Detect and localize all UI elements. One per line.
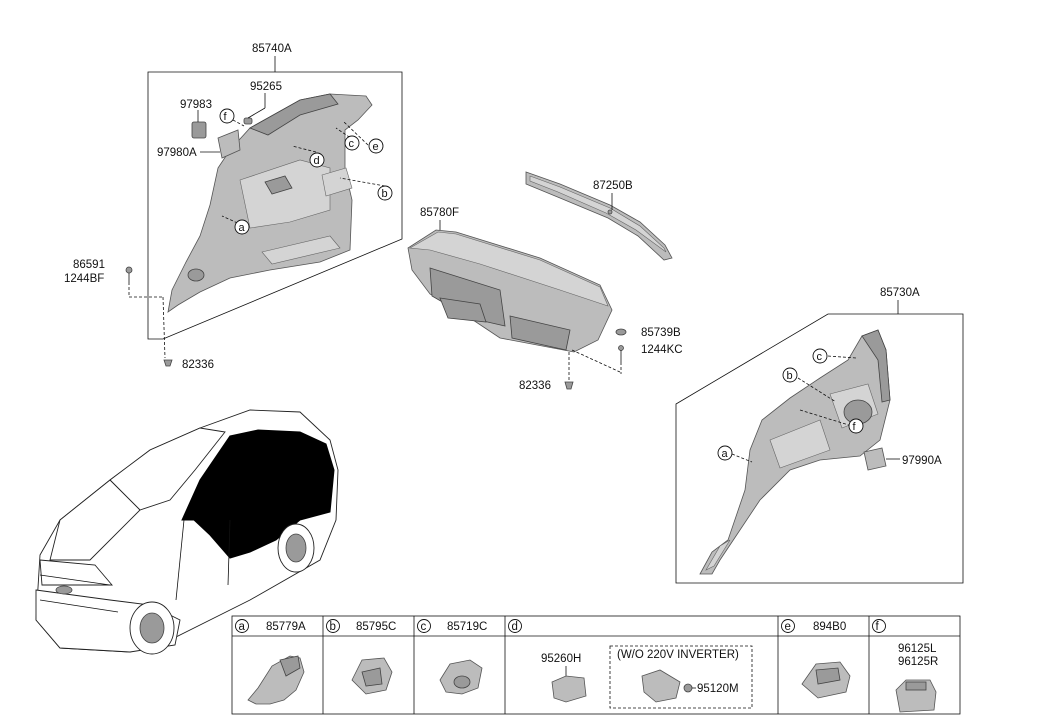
table-header-d: d xyxy=(508,619,522,633)
vehicle-location-illustration xyxy=(35,409,339,655)
clip-82336-left: 82336 xyxy=(163,359,214,371)
part-85780F: 85780F xyxy=(407,207,621,380)
label-82336-left: 82336 xyxy=(182,359,214,371)
clip-82336-center: 82336 xyxy=(519,380,574,392)
clip-97983 xyxy=(191,121,207,139)
svg-text:f: f xyxy=(224,111,228,123)
svg-text:f: f xyxy=(876,621,880,633)
table-part-95260H: 95260H xyxy=(541,653,581,665)
label-87250B: 87250B xyxy=(593,180,633,192)
quarter-trim-panel-left xyxy=(167,93,373,313)
svg-text:e: e xyxy=(785,621,791,633)
quarter-trim-panel-right xyxy=(699,329,891,575)
svg-text:e: e xyxy=(373,141,379,153)
assembly-85740A-frame xyxy=(147,71,403,340)
svg-text:a: a xyxy=(239,222,246,234)
table-d-note: (W/O 220V INVERTER) xyxy=(617,649,739,661)
callout-c-right: c xyxy=(812,348,828,364)
highlighted-interior-area xyxy=(181,429,335,559)
part-95260H-image xyxy=(551,675,587,703)
svg-text:b: b xyxy=(382,188,388,200)
svg-text:d: d xyxy=(512,621,518,633)
callout-d-left: d xyxy=(309,152,325,168)
bulb-95265 xyxy=(243,117,253,125)
callout-a-left: a xyxy=(234,219,250,235)
table-part-b: 85795C xyxy=(356,621,396,633)
table-header-e: e xyxy=(781,619,795,633)
label-85780F: 85780F xyxy=(420,207,459,219)
label-97983: 97983 xyxy=(180,99,212,111)
label-1244KC: 1244KC xyxy=(641,344,683,356)
callout-b-right: b xyxy=(782,367,798,383)
bracket-97990A: 97990A xyxy=(863,447,942,471)
parts-legend-table: a 85779A b 85795C c 85719C d e 894B0 f 9… xyxy=(231,615,961,715)
bracket-97980A xyxy=(217,129,241,159)
svg-text:c: c xyxy=(349,138,355,150)
svg-text:c: c xyxy=(421,621,427,633)
table-part-a: 85779A xyxy=(266,621,306,633)
label-85730A: 85730A xyxy=(880,287,920,299)
svg-text:c: c xyxy=(817,351,823,363)
label-86591: 86591 xyxy=(73,259,105,271)
callout-e-left: e xyxy=(368,138,384,154)
table-part-95120M: 95120M xyxy=(697,683,739,695)
svg-text:a: a xyxy=(722,448,729,460)
table-part-c: 85719C xyxy=(447,621,487,633)
fastener-85739B: 85739B xyxy=(615,327,681,339)
label-1244BF: 1244BF xyxy=(64,273,104,285)
part-87250B: 87250B xyxy=(525,171,673,261)
assembly-85730A: 85730A c b f a 97990A xyxy=(675,287,964,584)
svg-text:f: f xyxy=(853,421,857,433)
table-part-e: 894B0 xyxy=(813,621,846,633)
table-header-f: f xyxy=(872,619,886,633)
table-header-a: a xyxy=(235,619,249,633)
callout-f-right: f xyxy=(848,418,864,434)
table-header-b: b xyxy=(326,619,340,633)
label-95265: 95265 xyxy=(250,81,282,93)
label-97990A: 97990A xyxy=(902,455,942,467)
label-82336-center: 82336 xyxy=(519,380,551,392)
table-part-96125L: 96125L xyxy=(898,643,937,655)
label-97980A: 97980A xyxy=(157,147,197,159)
screw-86591: 86591 1244BF xyxy=(64,259,166,359)
svg-text:d: d xyxy=(314,155,320,167)
svg-text:b: b xyxy=(330,621,336,633)
part-95120M-image xyxy=(641,669,681,703)
callout-f-left: f xyxy=(219,108,235,124)
callout-a-right: a xyxy=(717,445,733,461)
table-header-c: c xyxy=(417,619,431,633)
svg-text:a: a xyxy=(239,621,246,633)
assembly-85730A-frame xyxy=(675,313,964,584)
label-85739B: 85739B xyxy=(641,327,681,339)
label-85740A: 85740A xyxy=(252,43,292,55)
callout-c-left: c xyxy=(344,135,360,151)
callout-b-left: b xyxy=(377,185,393,201)
svg-text:b: b xyxy=(787,370,793,382)
screw-1244KC: 1244KC xyxy=(618,344,683,374)
assembly-85740A: 85740A f c e d xyxy=(147,43,403,340)
inverter-note-box xyxy=(609,645,753,709)
table-part-96125R: 96125R xyxy=(898,656,938,668)
